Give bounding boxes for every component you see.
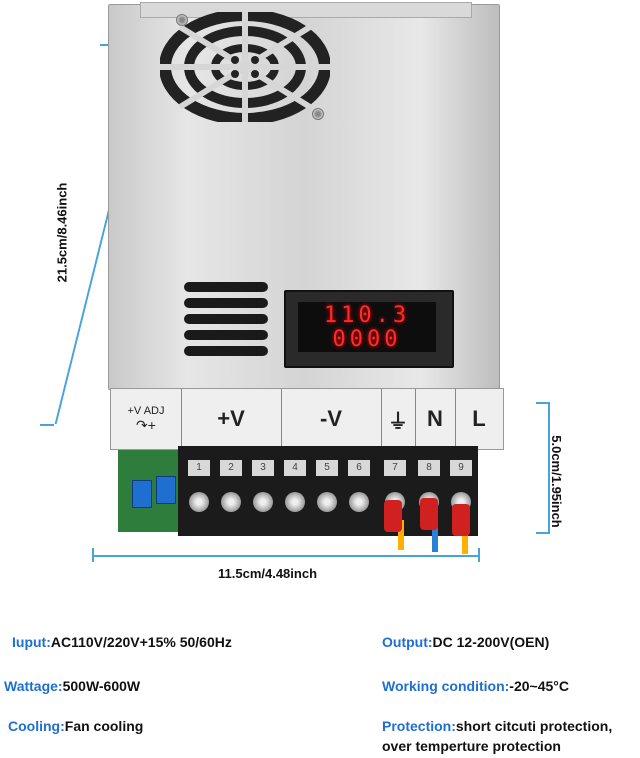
- current-reading: 0000: [332, 327, 402, 352]
- terminal-screw-icon: [317, 492, 337, 512]
- vent-slot: [184, 330, 268, 340]
- spec-protection-line-2: over temperture protection: [382, 738, 561, 754]
- adj-arrow-icon: ↷+: [136, 416, 156, 433]
- terminal-number: 8: [418, 460, 440, 476]
- terminal-screw-icon: [253, 492, 273, 512]
- spec-wattage-key: Wattage:: [4, 678, 63, 694]
- voltage-potentiometer[interactable]: [132, 480, 152, 508]
- spec-output-value: DC 12-200V(OEN): [432, 634, 550, 650]
- spec-working-value: -20~45°C: [509, 678, 569, 694]
- spec-input: Iuput:AC110V/220V+15% 50/60Hz: [12, 634, 232, 650]
- wire: [398, 520, 404, 550]
- spec-protection: Protection:short citcuti protection,: [382, 718, 612, 734]
- vent-slot: [184, 314, 268, 324]
- plus-v-label: +V: [217, 406, 245, 431]
- terminal-screw-icon: [285, 492, 305, 512]
- minus-v-label: -V: [320, 406, 342, 431]
- spec-wattage-value: 500W-600W: [62, 678, 141, 694]
- wire-lug: [384, 500, 402, 532]
- current-potentiometer[interactable]: [156, 476, 176, 504]
- terminal[interactable]: 1: [184, 452, 214, 528]
- l-cell: L: [455, 389, 503, 449]
- depth-dimension-label: 5.0cm/1.95inch: [548, 435, 564, 528]
- spec-input-value: AC110V/220V+15% 50/60Hz: [50, 634, 232, 650]
- terminal-number: 2: [220, 460, 242, 476]
- terminal-label-panel: +V ADJ ↷+ +V -V ⏚ N L: [110, 388, 504, 450]
- depth-dimension-line: [548, 402, 550, 534]
- l-label: L: [472, 406, 486, 431]
- spec-protection-value-1: short citcuti protection,: [455, 718, 613, 734]
- plus-v-cell: +V: [181, 389, 282, 449]
- n-label: N: [427, 406, 443, 431]
- spec-output-key: Output:: [382, 634, 433, 650]
- spec-cooling: Cooling:Fan cooling: [8, 718, 143, 734]
- wire-lug: [420, 498, 438, 530]
- spec-output: Output:DC 12-200V(OEN): [382, 634, 549, 650]
- width-dimension-tick-right: [478, 548, 480, 562]
- screw-icon: [312, 108, 324, 120]
- n-cell: N: [415, 389, 456, 449]
- vent-slot: [184, 346, 268, 356]
- terminal-screw-icon: [221, 492, 241, 512]
- terminal-screw-icon: [189, 492, 209, 512]
- terminal[interactable]: 4: [280, 452, 310, 528]
- terminal-number: 9: [450, 460, 472, 476]
- height-dimension-tick-top: [100, 44, 114, 46]
- vent-slot: [184, 298, 268, 308]
- spec-working-key: Working condition:: [382, 678, 510, 694]
- voltage-reading: 110.3: [323, 303, 411, 328]
- fan-grille-icon: [160, 12, 330, 122]
- spec-protection-key: Protection:: [382, 718, 456, 734]
- width-dimension-label: 11.5cm/4.48inch: [218, 566, 318, 581]
- vent-slot: [184, 282, 268, 292]
- width-dimension-tick-left: [92, 548, 94, 562]
- ground-icon: ⏚: [388, 410, 408, 433]
- terminal[interactable]: 5: [312, 452, 342, 528]
- terminal[interactable]: 2: [216, 452, 246, 528]
- depth-dimension-tick-top: [536, 402, 550, 404]
- terminal-number: 1: [188, 460, 210, 476]
- wire: [462, 520, 468, 554]
- terminal[interactable]: 6: [344, 452, 374, 528]
- wire-lug: [452, 504, 470, 536]
- terminal-number: 7: [384, 460, 406, 476]
- spec-input-key: Iuput:: [12, 634, 51, 650]
- width-dimension-line: [92, 555, 480, 557]
- terminal-number: 5: [316, 460, 338, 476]
- terminal-number: 6: [348, 460, 370, 476]
- terminal-screw-icon: [349, 492, 369, 512]
- height-dimension-tick-bottom: [40, 424, 54, 426]
- led-display: 110.3 0000: [284, 290, 454, 368]
- screw-icon: [176, 14, 188, 26]
- spec-cooling-key: Cooling:: [8, 718, 65, 734]
- ground-cell: ⏚: [381, 389, 416, 449]
- minus-v-cell: -V: [281, 389, 382, 449]
- spec-protection-value-2: over temperture protection: [382, 738, 561, 754]
- spec-cooling-value: Fan cooling: [64, 718, 144, 734]
- terminal-number: 4: [284, 460, 306, 476]
- wire: [432, 520, 438, 552]
- depth-dimension-tick-bottom: [536, 532, 550, 534]
- spec-wattage: Wattage:500W-600W: [4, 678, 140, 694]
- adj-label: +V ADJ: [127, 404, 165, 417]
- height-dimension-label: 21.5cm/8.46inch: [54, 182, 70, 283]
- terminal-number: 3: [252, 460, 274, 476]
- spec-working-condition: Working condition:-20~45°C: [382, 678, 569, 694]
- terminal[interactable]: 3: [248, 452, 278, 528]
- adj-label-cell: +V ADJ ↷+: [111, 389, 182, 449]
